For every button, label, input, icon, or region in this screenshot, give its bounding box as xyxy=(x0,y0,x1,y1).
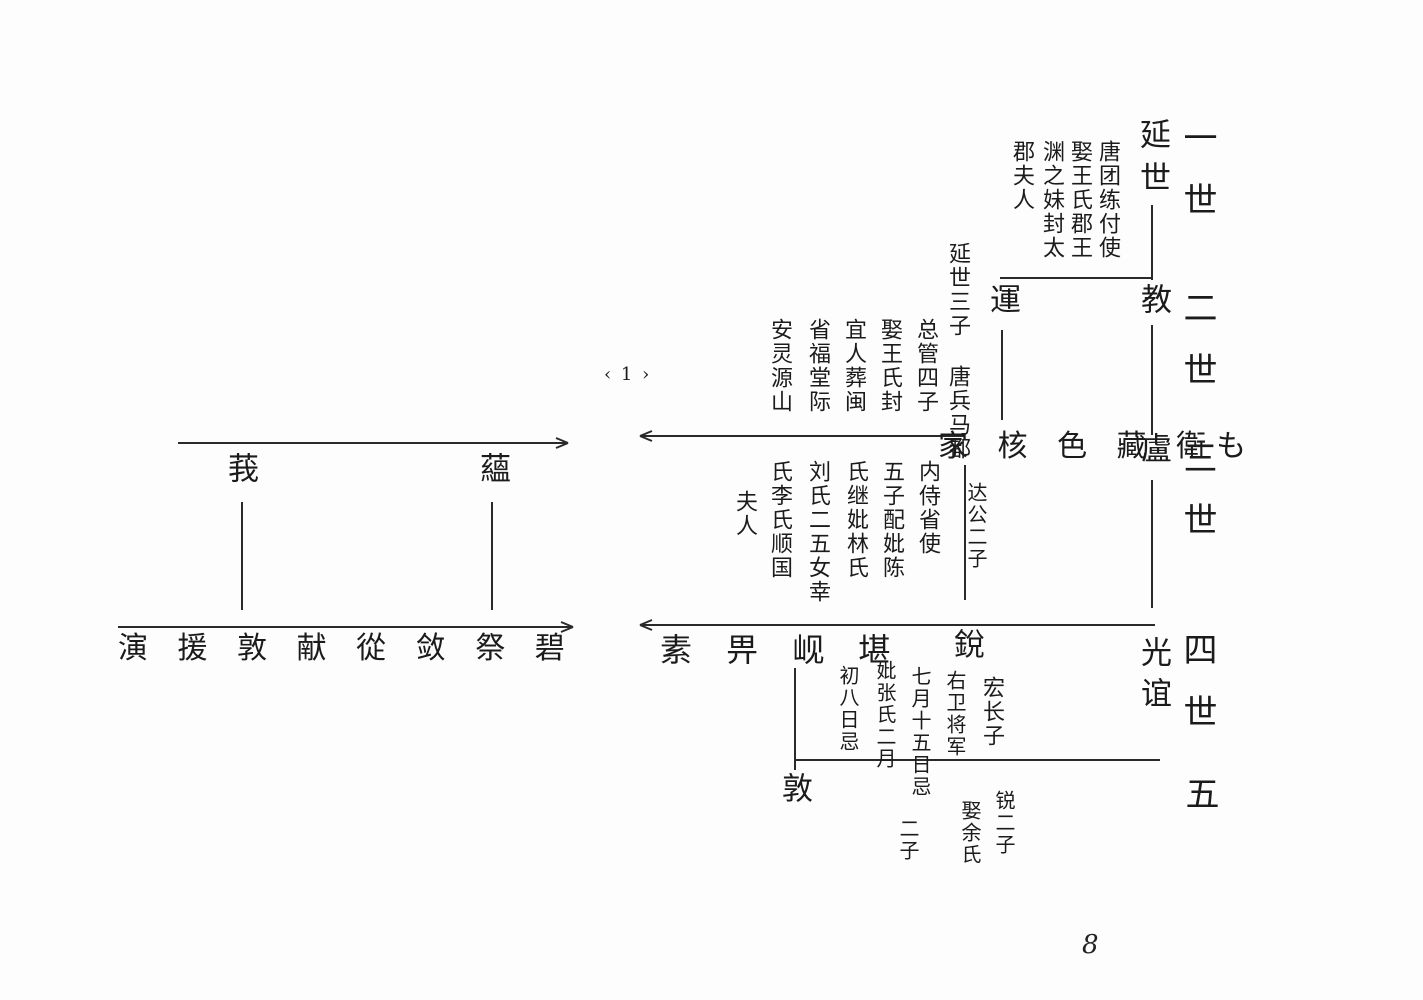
section-marker: ‹ 1 › xyxy=(604,364,652,385)
person-jia-note-4: 氏继妣林氏 xyxy=(843,460,868,580)
person-yun-note-3: 娶王氏封 xyxy=(877,318,902,414)
gen4-right-row: 素 畀 岘 堪 xyxy=(660,631,903,669)
gen3-sons-row: 家 核 色 藏 衛も xyxy=(938,429,1257,464)
generation-label-3: 三世 xyxy=(1177,440,1217,564)
gen4-left-row: 演 援 敦 献 從 敛 祭 碧 xyxy=(118,631,575,666)
person-yun-note-2: 总管四子 xyxy=(913,318,938,414)
person-dun-note-2: 娶余氏 xyxy=(958,800,982,866)
person-yun-note-5: 省福堂际 xyxy=(805,318,830,414)
generation-label-1: 一世 xyxy=(1177,120,1217,244)
person-lu-name: 盧 xyxy=(1135,432,1171,463)
person-rui-note-1: 宏长子 xyxy=(979,676,1004,748)
generation-label-4: 四世 xyxy=(1177,632,1217,756)
page-number: 8 xyxy=(1082,930,1099,960)
generation-label-2: 二世 xyxy=(1177,290,1217,414)
person-yanshi-note-3: 渊之妹封太 xyxy=(1039,140,1064,260)
person-e-name: 莪 xyxy=(222,452,258,483)
person-yun-note-4: 宜人葬闽 xyxy=(841,318,866,414)
person-dun-note-1: 锐二子 xyxy=(992,790,1016,856)
person-jia-note-6: 氏李氏顺国 xyxy=(767,460,792,580)
person-dun-name: 敦 xyxy=(776,772,812,803)
person-yanshi-note-1: 唐团练付使 xyxy=(1095,140,1120,260)
person-rui-note-5: 初八日忌 xyxy=(836,665,860,753)
person-yun-note-1: 延世三子 唐兵马都 xyxy=(945,242,970,461)
person-yun-name: 運 xyxy=(984,283,1020,314)
person-jia-note-5: 刘氏二五女幸 xyxy=(805,460,830,604)
person-rui-note-4: 妣张氏二月 xyxy=(873,660,897,770)
person-yun2-name: 蘊 xyxy=(474,452,510,483)
person-jiao-name: 教 xyxy=(1135,283,1171,314)
person-rui-name: 銳 xyxy=(948,628,984,659)
person-rui-note-2: 右卫将军 xyxy=(943,670,967,758)
person-jia-note-2: 内侍省使 xyxy=(915,460,940,556)
person-dun-note-3: 二子 xyxy=(896,818,920,862)
person-jia-note-1: 达公二子 xyxy=(964,482,988,570)
person-guangyi-name: 光谊 xyxy=(1135,636,1171,718)
person-yun-note-6: 安灵源山 xyxy=(767,318,792,414)
generation-label-5: 五 xyxy=(1179,776,1219,838)
person-yanshi-note-2: 娶王氏郡王 xyxy=(1067,140,1092,260)
person-jia-note-7: 夫人 xyxy=(732,490,757,538)
person-jia-note-3: 五子配妣陈 xyxy=(879,460,904,580)
person-rui-note-3: 七月十五日忌 xyxy=(908,666,932,798)
person-yanshi-note-4: 郡夫人 xyxy=(1009,140,1034,212)
person-yanshi-name: 延世 xyxy=(1134,118,1170,204)
